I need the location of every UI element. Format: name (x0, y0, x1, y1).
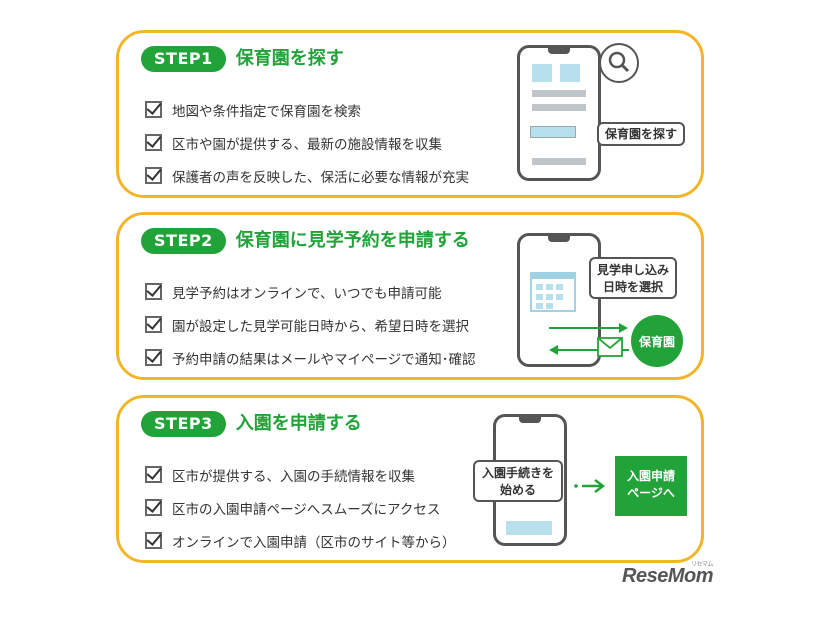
step2-header: STEP2 保育園に見学予約を申請する (141, 228, 470, 254)
step1-checklist: 地図や条件指定で保育園を検索 区市や園が提供する、最新の施設情報を収集 保護者の… (145, 93, 469, 192)
step3-callout: 入園手続きを 始める (473, 460, 563, 502)
step1-badge: STEP1 (141, 46, 226, 72)
arrow-right-icon (619, 323, 628, 333)
step3-card: STEP3 入園を申請する 区市が提供する、入園の手続情報を収集 区市の入園申請… (116, 395, 704, 563)
list-item: 見学予約はオンラインで、いつでも申請可能 (145, 275, 475, 308)
step2-callout: 見学申し込み 日時を選択 (589, 257, 677, 299)
mail-envelope-icon (597, 337, 623, 357)
checkbox-icon (145, 134, 162, 151)
step1-title: 保育園を探す (235, 48, 344, 69)
list-item: 区市が提供する、入園の手続情報を収集 (145, 458, 456, 491)
step1-header: STEP1 保育園を探す (141, 46, 344, 72)
list-item: オンラインで入園申請（区市のサイト等から） (145, 524, 456, 557)
list-item: 予約申請の結果はメールやマイページで通知･確認 (145, 341, 475, 374)
list-item: 園が設定した見学可能日時から、希望日時を選択 (145, 308, 475, 341)
checkbox-icon (145, 316, 162, 333)
nursery-circle: 保育園 (631, 315, 683, 367)
checkbox-icon (145, 499, 162, 516)
step1-card: STEP1 保育園を探す 地図や条件指定で保育園を検索 区市や園が提供する、最新… (116, 30, 704, 198)
checkbox-icon (145, 466, 162, 483)
smartphone-icon (517, 45, 601, 181)
step2-checklist: 見学予約はオンラインで、いつでも申請可能 園が設定した見学可能日時から、希望日時… (145, 275, 475, 374)
checkbox-icon (145, 532, 162, 549)
list-item: 区市や園が提供する、最新の施設情報を収集 (145, 126, 469, 159)
application-page-box: 入園申請 ページへ (615, 456, 687, 516)
list-item: 区市の入園申請ページへスムーズにアクセス (145, 491, 456, 524)
checkbox-icon (145, 167, 162, 184)
checkbox-icon (145, 101, 162, 118)
step1-callout: 保育園を探す (597, 122, 685, 146)
step3-header: STEP3 入園を申請する (141, 411, 362, 437)
list-item: 保護者の声を反映した、保活に必要な情報が充実 (145, 159, 469, 192)
step2-badge: STEP2 (141, 228, 226, 254)
step2-title: 保育園に見学予約を申請する (235, 230, 470, 251)
checkbox-icon (145, 349, 162, 366)
arrow-left-icon (549, 345, 558, 355)
step3-badge: STEP3 (141, 411, 226, 437)
calendar-icon (530, 272, 576, 312)
step2-card: STEP2 保育園に見学予約を申請する 見学予約はオンラインで、いつでも申請可能… (116, 212, 704, 380)
list-item: 地図や条件指定で保育園を検索 (145, 93, 469, 126)
arrow-left-line (557, 349, 629, 351)
resemom-logo: ReseMom リセマム (622, 562, 713, 587)
checkbox-icon (145, 283, 162, 300)
step3-title: 入園を申請する (235, 413, 362, 434)
dotted-arrow-icon (573, 478, 609, 493)
step3-checklist: 区市が提供する、入園の手続情報を収集 区市の入園申請ページへスムーズにアクセス … (145, 458, 456, 557)
smartphone-icon (517, 233, 601, 367)
search-magnifier-icon (599, 43, 639, 83)
arrow-right-line (549, 327, 621, 329)
